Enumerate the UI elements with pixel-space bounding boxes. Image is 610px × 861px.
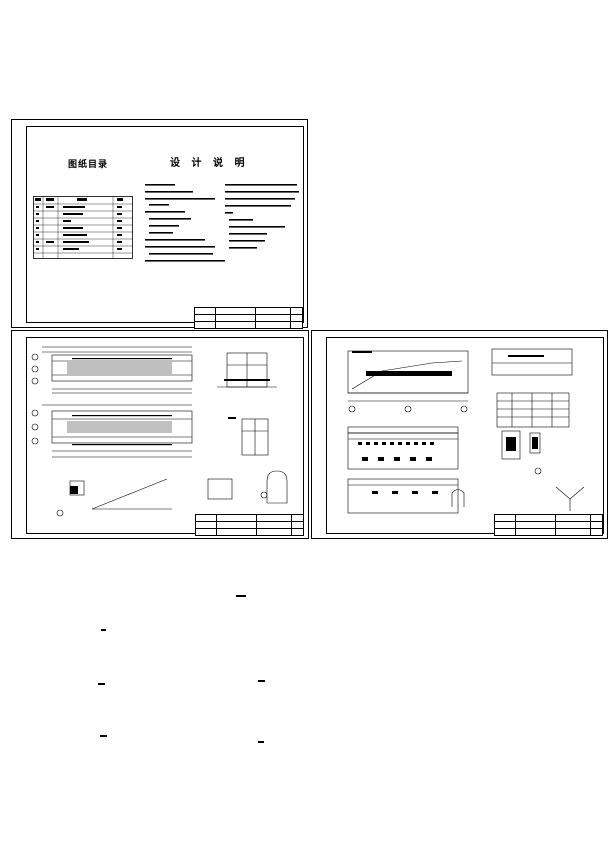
drawing-index-table xyxy=(33,196,133,259)
drawing-list-title: 图纸目录 xyxy=(68,160,109,170)
sheet-3-title-block xyxy=(494,514,603,536)
design-notes-text-left xyxy=(145,184,225,262)
sheet-3-elevations xyxy=(311,330,608,539)
sheet-1-frame xyxy=(26,126,304,323)
sheet-1-design-notes: 图纸目录 设 计 说 明 xyxy=(11,119,308,329)
design-notes-title: 设 计 说 明 xyxy=(170,158,249,169)
sheet-2-plans-sections xyxy=(11,330,309,539)
design-notes-text-right xyxy=(225,184,299,249)
sheet-3-frame xyxy=(326,337,604,534)
sheet-3-drawings xyxy=(347,348,585,514)
sheet-2-drawings xyxy=(31,346,288,517)
sheet-2-frame xyxy=(26,337,304,534)
sheet-2-title-block xyxy=(195,514,304,536)
sheet-1-title-block xyxy=(194,307,303,329)
